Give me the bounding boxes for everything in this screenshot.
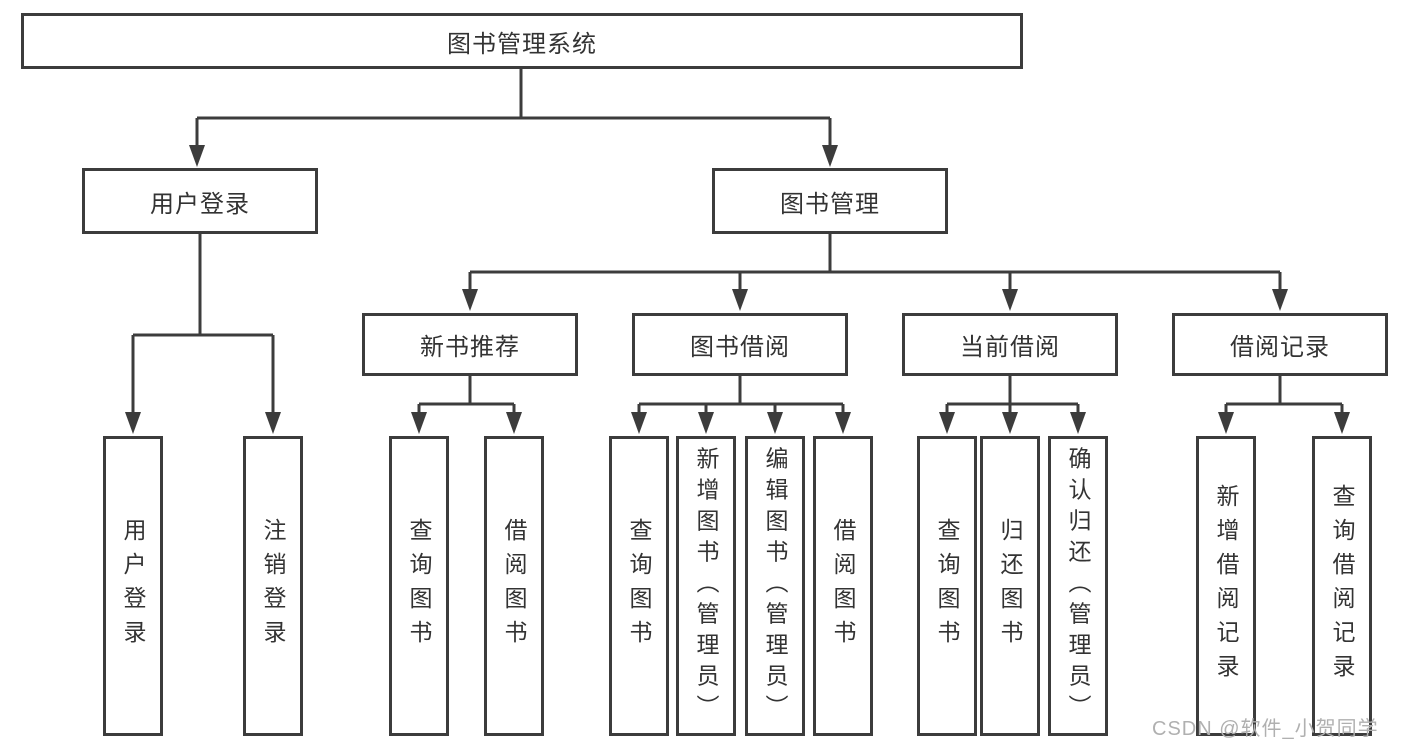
node-label: 图书借阅 xyxy=(690,334,790,361)
leaf-query-books-recommend: 查询图书 xyxy=(389,436,449,736)
leaf-label: 新增借阅记录 xyxy=(1213,484,1239,688)
leaf-label: 查询图书 xyxy=(626,518,652,654)
leaf-label: 编辑图书（管理员） xyxy=(762,446,788,726)
leaf-label: 注销登录 xyxy=(260,518,286,654)
connector-user-login-children xyxy=(131,234,275,413)
node-label: 图书管理 xyxy=(780,190,880,218)
node-label: 借阅记录 xyxy=(1230,334,1330,361)
leaf-edit-book-admin: 编辑图书（管理员） xyxy=(745,436,805,736)
arrowhead xyxy=(462,289,478,311)
leaf-label: 查询图书 xyxy=(934,518,960,654)
connector-current-borrowing-children xyxy=(945,376,1080,414)
leaf-borrow-books-borrowing: 借阅图书 xyxy=(813,436,873,736)
arrowhead xyxy=(265,412,281,434)
arrowhead xyxy=(939,412,955,434)
leaf-confirm-return-admin: 确认归还（管理员） xyxy=(1048,436,1108,736)
leaf-add-book-admin: 新增图书（管理员） xyxy=(676,436,736,736)
node-user-login: 用户登录 xyxy=(82,168,318,234)
arrowhead xyxy=(1334,412,1350,434)
arrowhead xyxy=(767,412,783,434)
arrowhead xyxy=(411,412,427,434)
node-label: 新书推荐 xyxy=(420,334,520,361)
leaf-label: 新增图书（管理员） xyxy=(693,446,719,726)
connector-book-management-children xyxy=(468,234,1282,291)
leaf-label: 用户登录 xyxy=(120,518,146,654)
arrowhead xyxy=(822,145,838,167)
arrowhead xyxy=(125,412,141,434)
arrowhead xyxy=(698,412,714,434)
node-label: 用户登录 xyxy=(150,190,250,218)
arrowhead xyxy=(1002,412,1018,434)
arrowhead xyxy=(835,412,851,434)
node-label: 图书管理系统 xyxy=(447,30,597,58)
arrowhead xyxy=(189,145,205,167)
node-new-book-recommend: 新书推荐 xyxy=(362,313,578,376)
node-book-borrowing: 图书借阅 xyxy=(632,313,848,376)
leaf-label: 归还图书 xyxy=(997,518,1023,654)
arrowhead xyxy=(1218,412,1234,434)
leaf-logout: 注销登录 xyxy=(243,436,303,736)
arrowhead xyxy=(732,289,748,311)
connector-new-book-recommend-children xyxy=(417,376,516,414)
arrowhead xyxy=(1002,289,1018,311)
leaf-label: 借阅图书 xyxy=(501,518,527,654)
arrowhead xyxy=(1070,412,1086,434)
csdn-watermark: CSDN @软件_小贺同学 xyxy=(1152,718,1379,740)
leaf-user-login: 用户登录 xyxy=(103,436,163,736)
leaf-label: 查询借阅记录 xyxy=(1329,484,1355,688)
leaf-return-books: 归还图书 xyxy=(980,436,1040,736)
connector-root-to-level2 xyxy=(195,68,832,147)
node-borrowing-records: 借阅记录 xyxy=(1172,313,1388,376)
leaf-label: 确认归还（管理员） xyxy=(1065,446,1091,726)
leaf-label: 借阅图书 xyxy=(830,518,856,654)
leaf-query-books-borrowing: 查询图书 xyxy=(609,436,669,736)
connector-book-borrowing-children xyxy=(637,376,845,414)
leaf-borrow-books-recommend: 借阅图书 xyxy=(484,436,544,736)
arrowhead xyxy=(1272,289,1288,311)
leaf-label: 查询图书 xyxy=(406,518,432,654)
leaf-query-borrow-record: 查询借阅记录 xyxy=(1312,436,1372,736)
leaf-query-books-current: 查询图书 xyxy=(917,436,977,736)
node-current-borrowing: 当前借阅 xyxy=(902,313,1118,376)
connector-borrowing-records-children xyxy=(1224,376,1344,414)
node-label: 当前借阅 xyxy=(960,334,1060,361)
node-library-management-system: 图书管理系统 xyxy=(21,13,1023,69)
arrowhead xyxy=(506,412,522,434)
leaf-add-borrow-record: 新增借阅记录 xyxy=(1196,436,1256,736)
arrowhead xyxy=(631,412,647,434)
node-book-management: 图书管理 xyxy=(712,168,948,234)
